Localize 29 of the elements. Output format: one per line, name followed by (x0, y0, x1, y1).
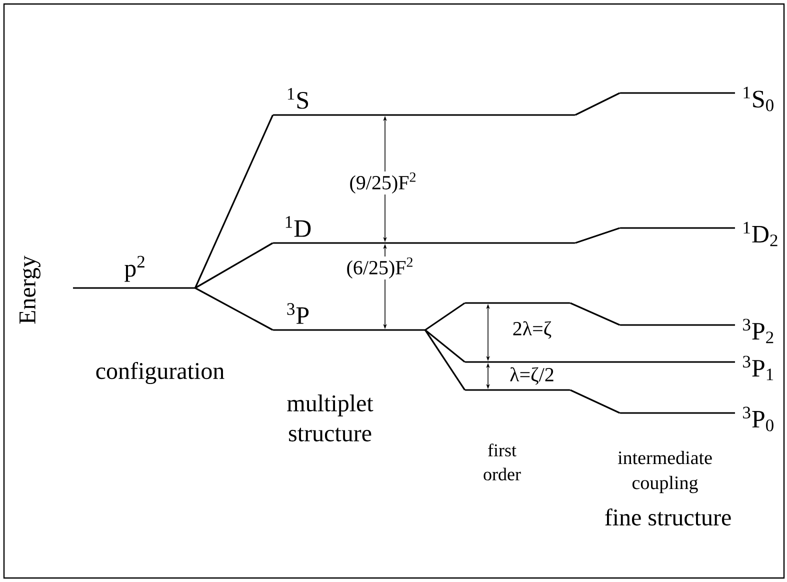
edge-label: 2λ=ζ (511, 320, 553, 340)
stage-label: multiplet structure (287, 394, 374, 442)
connector-line (570, 389, 620, 414)
connector-line (574, 227, 620, 244)
level-label: p$^{2}$ (124, 256, 144, 282)
connector-line (424, 302, 466, 331)
stage-label: configuration (96, 362, 224, 384)
level-label: $^{1}$D (286, 216, 311, 237)
level-label: $^{3}$P$_{0}$ (743, 406, 774, 432)
level-label: $^{3}$P (287, 303, 309, 324)
level-label: $^{1}$S (288, 88, 308, 109)
axis-label: Energy (20, 256, 40, 324)
connector-line (194, 242, 274, 289)
connector-line (570, 302, 620, 326)
stage-label: first order (484, 444, 521, 480)
connector-line (574, 92, 620, 116)
connector-line (424, 330, 466, 390)
connector-line (424, 329, 466, 363)
edge-label: λ=ζ/2 (508, 366, 556, 386)
level-label: $^{1}$S$_{0}$ (744, 86, 774, 112)
stage-label: intermediate coupling (618, 450, 712, 494)
edge-label: (6/25)F$^{2}$ (345, 256, 415, 280)
level-label: $^{1}$D$_{2}$ (744, 222, 778, 246)
edge-label: (9/25)F$^{2}$ (348, 171, 418, 195)
level-label: $^{3}$P$_{2}$ (743, 318, 774, 344)
level-label: $^{3}$P$_{1}$ (743, 356, 774, 380)
stage-label: fine structure (605, 508, 731, 526)
connector-line (194, 287, 274, 331)
connector-line (194, 114, 274, 288)
